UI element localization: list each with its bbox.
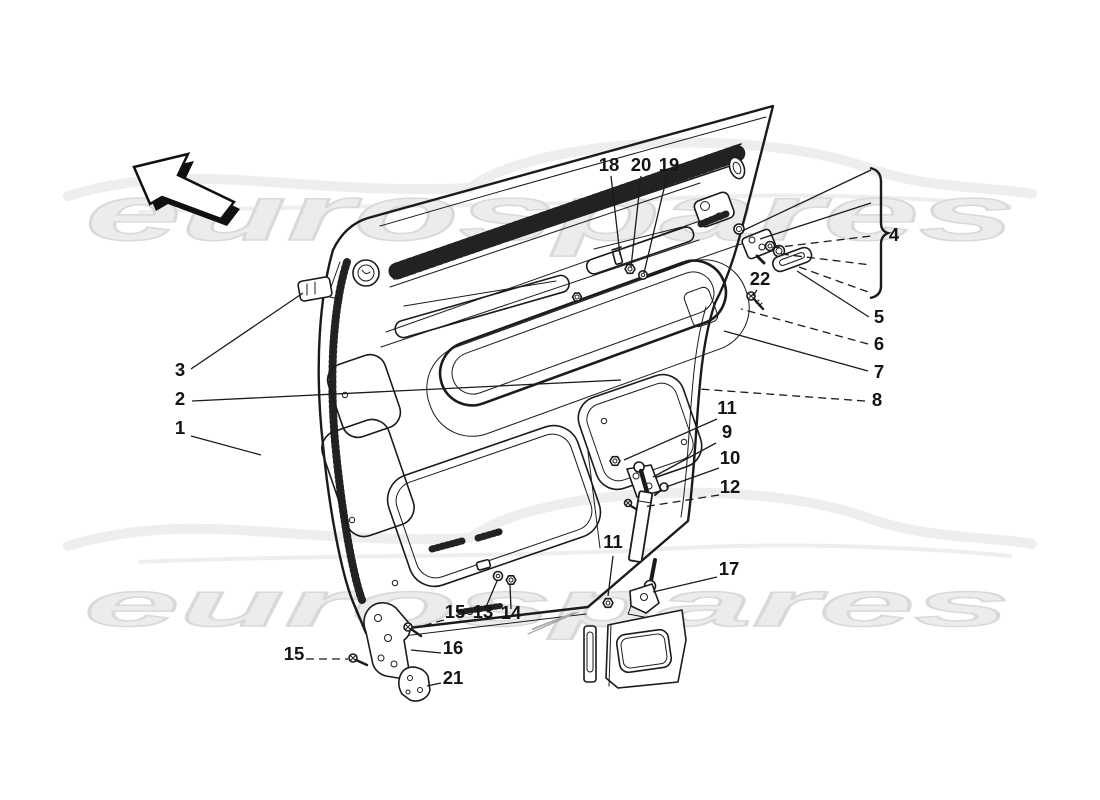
release-rod bbox=[571, 242, 745, 302]
part-label-11: 11 bbox=[717, 397, 737, 418]
leader-line bbox=[798, 266, 872, 294]
leader-line bbox=[410, 649, 442, 654]
part-label-6: 6 bbox=[874, 333, 884, 354]
latch-screw bbox=[746, 291, 765, 311]
gas-strut-assembly bbox=[602, 455, 669, 618]
hinge-bracket-group bbox=[348, 602, 431, 702]
part-label-22: 22 bbox=[750, 268, 771, 289]
direction-arrow-icon bbox=[132, 152, 240, 226]
part-label-3: 3 bbox=[175, 359, 185, 380]
cowl-vent-grille bbox=[388, 143, 747, 288]
part-label-16: 16 bbox=[443, 637, 464, 658]
part-label-11: 11 bbox=[603, 531, 623, 552]
leader-line bbox=[610, 175, 621, 256]
leader-line bbox=[630, 175, 642, 268]
panel-vent-hatches bbox=[428, 527, 506, 615]
edge-clip-bracket bbox=[297, 261, 343, 302]
leader-line bbox=[190, 435, 262, 456]
grommet-and-nut-fasteners bbox=[475, 558, 517, 586]
part-label-18: 18 bbox=[599, 154, 620, 175]
leader-line bbox=[723, 330, 869, 372]
group-4-brace bbox=[869, 166, 892, 300]
leader-line bbox=[698, 388, 866, 402]
seal-gasket bbox=[426, 259, 750, 437]
part-label-15: 15 bbox=[445, 601, 466, 622]
leader-line bbox=[607, 555, 614, 597]
leader-line bbox=[652, 442, 717, 478]
leader-line bbox=[623, 418, 718, 461]
panel-holes bbox=[341, 391, 688, 616]
part-label-10: 10 bbox=[720, 447, 741, 468]
leader-line bbox=[780, 253, 872, 266]
leader-line bbox=[191, 379, 622, 402]
part-label-5: 5 bbox=[874, 306, 884, 327]
car-silhouette-swoosh-top bbox=[63, 137, 1037, 201]
part-label-12: 12 bbox=[720, 476, 741, 497]
leader-line bbox=[418, 619, 445, 628]
part-label-13: 13 bbox=[473, 601, 494, 622]
tip-grommet bbox=[728, 156, 746, 180]
part-label-20: 20 bbox=[631, 154, 652, 175]
emblem-grommet bbox=[352, 259, 380, 287]
fine-print-line bbox=[527, 611, 579, 635]
leader-line bbox=[485, 580, 498, 608]
cowl-hinge-bracket bbox=[693, 191, 735, 228]
leader-line bbox=[771, 235, 872, 249]
leader-line bbox=[190, 292, 304, 370]
leader-line bbox=[752, 289, 758, 297]
part-label-2: 2 bbox=[175, 388, 185, 409]
leader-line bbox=[740, 308, 869, 345]
part-label-14: 14 bbox=[501, 602, 522, 623]
front-body-panel bbox=[583, 609, 687, 689]
leader-line bbox=[643, 175, 668, 274]
part-label-17: 17 bbox=[719, 558, 740, 579]
part-label-15: 15 bbox=[284, 643, 305, 664]
leader-line bbox=[741, 169, 872, 232]
part-label-7: 7 bbox=[874, 361, 884, 382]
upper-rail-slots bbox=[394, 226, 695, 339]
leader-line bbox=[796, 270, 870, 318]
leader-line bbox=[426, 682, 442, 687]
leader-line bbox=[759, 202, 872, 240]
part-label-19: 19 bbox=[659, 154, 680, 175]
part-label-9: 9 bbox=[722, 421, 732, 442]
part-label-1: 1 bbox=[175, 417, 185, 438]
leader-line bbox=[665, 467, 720, 488]
leader-line bbox=[652, 576, 718, 593]
part-label-8: 8 bbox=[872, 389, 882, 410]
car-silhouette-underline-bottom bbox=[138, 543, 1012, 564]
car-silhouette-swoosh-bottom bbox=[63, 487, 1037, 551]
leader-line bbox=[509, 584, 512, 610]
watermark-text-bottom: eurospares bbox=[84, 568, 1010, 640]
part-label-21: 21 bbox=[443, 667, 464, 688]
part-label-4: 4 bbox=[889, 224, 900, 245]
